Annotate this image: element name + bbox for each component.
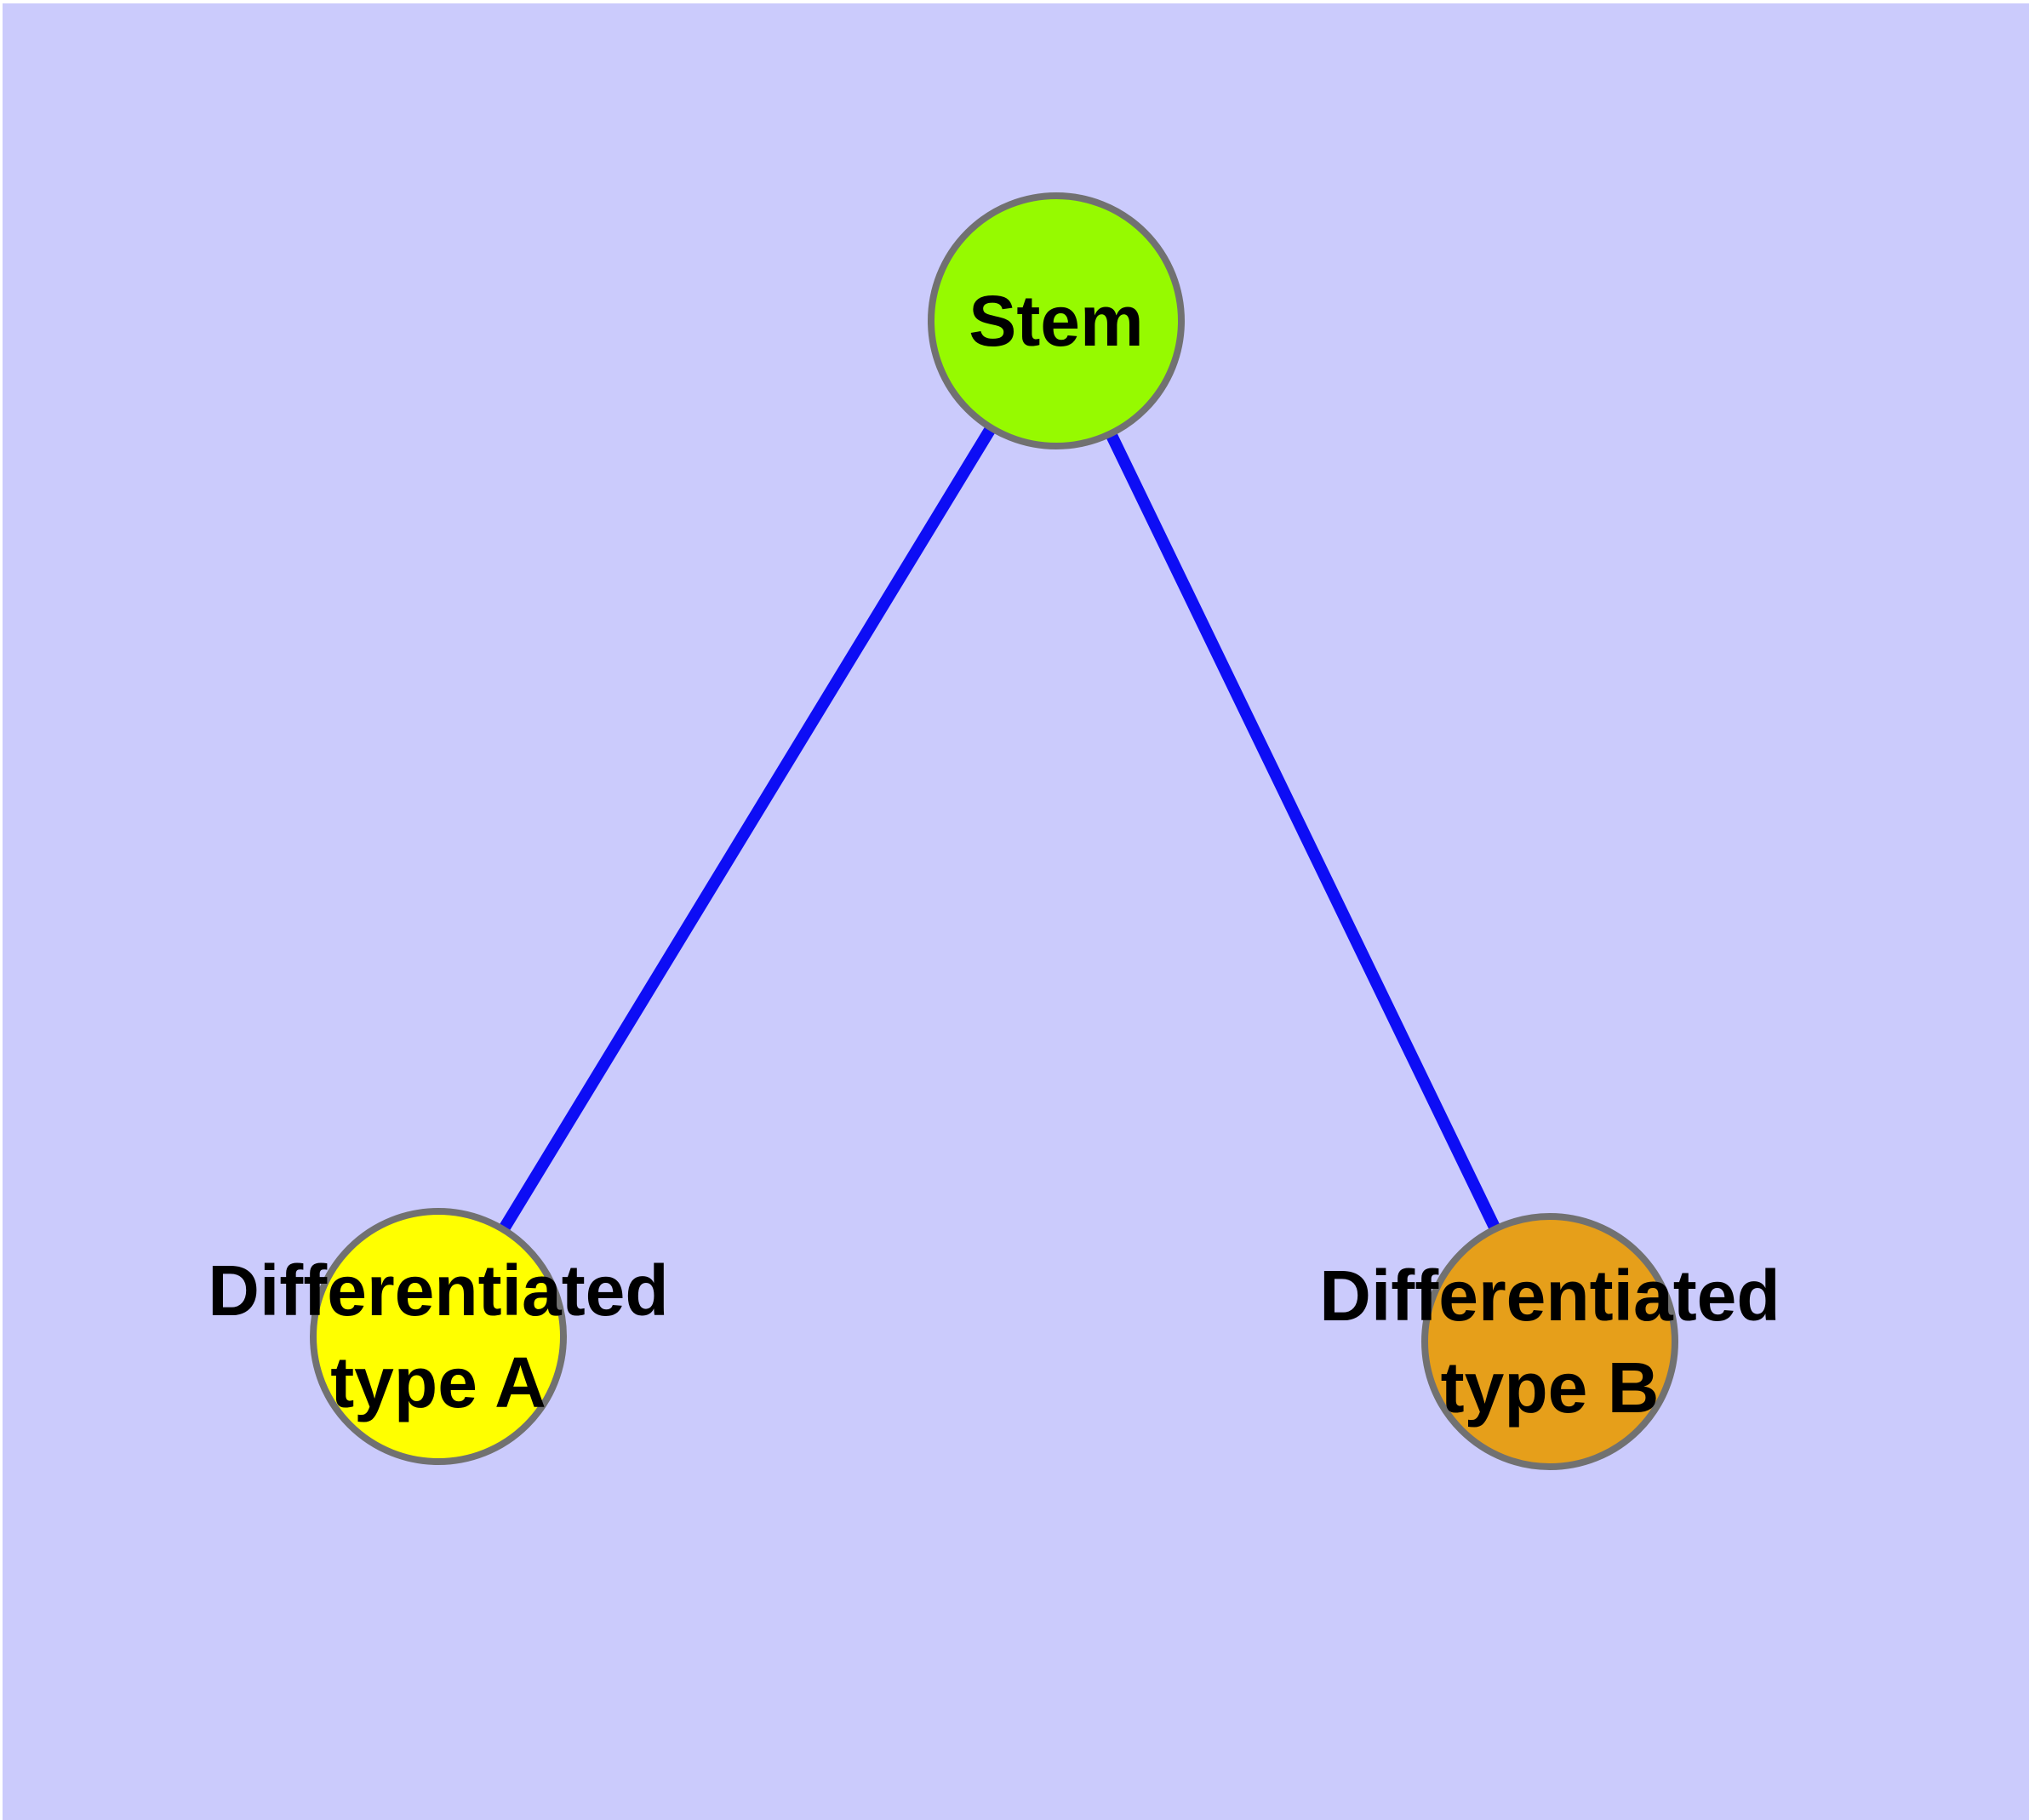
- edge-stem-to-type-b: [1050, 318, 1556, 1345]
- node-stem-label: Stem: [969, 281, 1144, 361]
- node-type-b-circle: [1421, 1213, 1678, 1470]
- diagram-background: Stem Differentiated type A Differentiate…: [3, 3, 2029, 1820]
- edge-stem-to-type-a: [433, 318, 1061, 1340]
- node-type-b-label: Differentiated type B: [1319, 1256, 1780, 1428]
- node-stem-circle: [928, 192, 1185, 449]
- node-type-a-label: Differentiated type A: [208, 1251, 669, 1422]
- graph-canvas: [310, 192, 1678, 1470]
- node-type-a-circle: [310, 1208, 567, 1465]
